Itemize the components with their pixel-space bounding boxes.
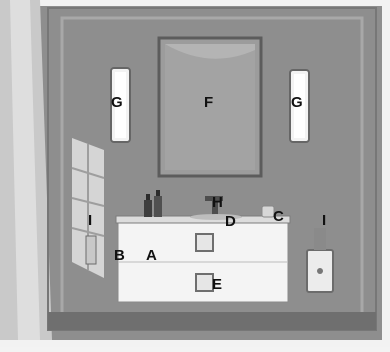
label-i-right: I: [322, 213, 326, 228]
label-f: F: [204, 95, 213, 110]
label-i-left: I: [88, 213, 92, 228]
bottle-1: [144, 200, 152, 217]
label-d: D: [225, 214, 236, 229]
label-a: A: [146, 248, 157, 263]
label-g-right: G: [291, 95, 303, 110]
drawer-knob-bottom: [196, 274, 213, 291]
drawer-knob-top: [196, 234, 213, 251]
baseboard: [48, 312, 376, 330]
label-b: B: [114, 248, 125, 263]
wall-accessory-left: [86, 236, 96, 264]
bottle-2: [154, 196, 162, 217]
label-c: C: [273, 209, 284, 224]
label-g-left: G: [111, 95, 123, 110]
label-e: E: [212, 277, 222, 292]
label-h: H: [212, 195, 223, 210]
